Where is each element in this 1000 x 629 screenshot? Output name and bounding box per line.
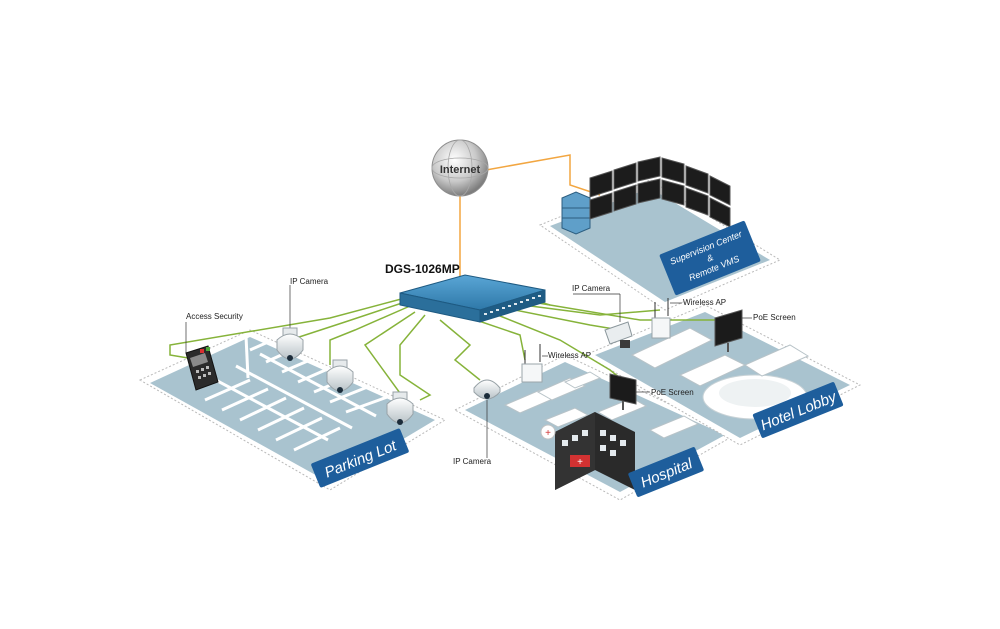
supervision-banner: Supervision Center & Remote VMS <box>659 220 761 296</box>
access-security-terminal: Access Security <box>185 312 243 391</box>
ip-camera-parking-label: IP Camera <box>290 277 329 286</box>
parking-stripes <box>204 340 391 452</box>
switch-ports <box>484 295 541 315</box>
switch-dgs-1026mp: DGS-1026MP <box>385 262 546 323</box>
supervision-center: Supervision Center & Remote VMS <box>561 156 761 296</box>
poe-screen-mid-label: PoE Screen <box>651 388 694 397</box>
internet-label: Internet <box>440 164 481 176</box>
supervision-line2: & <box>705 252 714 264</box>
poe-screen-right: PoE Screen <box>714 309 796 352</box>
internet-cables <box>459 154 601 290</box>
internet-globe: Internet <box>431 139 489 197</box>
monitor-wall-icon <box>589 156 731 228</box>
ip-camera-bottom: IP Camera <box>453 379 501 466</box>
hospital-beds <box>503 371 700 439</box>
hospital-building: + + <box>540 412 635 490</box>
ip-camera-top-label: IP Camera <box>572 284 611 293</box>
wireless-ap-left-label: Wireless AP <box>548 351 591 360</box>
ip-camera-parking-3 <box>386 391 414 425</box>
wireless-ap-left: Wireless AP <box>521 344 591 383</box>
svg-text:+: + <box>577 457 583 468</box>
server-rack-icon <box>561 191 591 235</box>
ip-camera-top: IP Camera <box>572 284 633 348</box>
ip-camera-parking-1: IP Camera <box>276 277 329 361</box>
ip-camera-bottom-label: IP Camera <box>453 457 492 466</box>
ip-camera-parking-2 <box>326 359 354 393</box>
poe-screen-right-label: PoE Screen <box>753 313 796 322</box>
switch-model-label: DGS-1026MP <box>385 262 460 276</box>
poe-screen-mid: PoE Screen <box>609 373 694 410</box>
wireless-ap-right: Wireless AP <box>651 298 726 339</box>
wireless-ap-right-label: Wireless AP <box>683 298 726 307</box>
svg-text:+: + <box>545 428 551 439</box>
hospital-banner: Hospital <box>628 447 704 497</box>
access-security-label: Access Security <box>186 312 243 321</box>
